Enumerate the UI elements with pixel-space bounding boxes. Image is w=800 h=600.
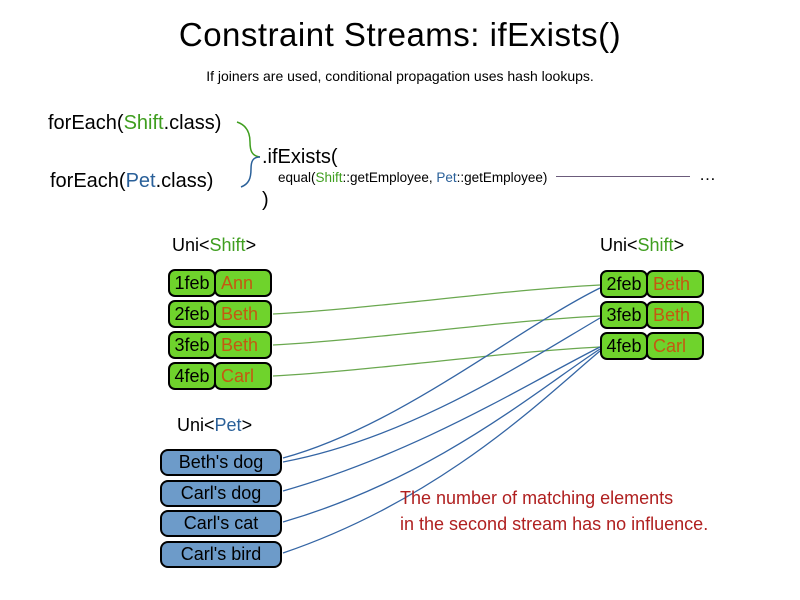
code-text: .class) (163, 112, 222, 134)
employee-cell: Ann (214, 269, 272, 297)
uni-shift-right-label: Uni<Shift> (600, 235, 684, 256)
employee-cell: Beth (646, 301, 704, 329)
code-text: ::getEmployee, (342, 170, 437, 185)
wire-shift-2feb (272, 284, 601, 315)
date-cell: 4feb (168, 362, 216, 390)
code-text: .class) (155, 170, 214, 192)
code-text: ::getEmployee) (456, 170, 548, 185)
code-text: forEach( (48, 112, 124, 134)
uni-pet-label: Uni<Pet> (177, 415, 252, 436)
date-cell: 1feb (168, 269, 216, 297)
wire-shift-4feb (272, 346, 601, 377)
uni-shift-left-label: Uni<Shift> (172, 235, 256, 256)
ellipsis-more: … (699, 165, 717, 184)
note-text: The number of matching elements in the s… (400, 485, 708, 537)
pet-type-token: Pet (436, 170, 457, 185)
date-cell: 2feb (168, 300, 216, 328)
label-text: Uni< (600, 235, 638, 255)
slide-title: Constraint Streams: ifExists() (178, 16, 622, 53)
shift-type-token: Shift (123, 112, 164, 134)
label-text: > (673, 235, 685, 255)
pet-row: Carl's bird (160, 540, 282, 568)
employee-cell: Carl (646, 332, 704, 360)
label-text: > (241, 415, 253, 435)
employee-cell: Carl (214, 362, 272, 390)
code-close-paren: ) (262, 189, 269, 211)
wire-bethsdog-2feb (282, 287, 601, 459)
wire-carlsdog-4feb (282, 346, 601, 492)
pet-row: Carl's cat (160, 510, 282, 537)
pet-type-token: Pet (125, 170, 156, 192)
brace-pet-curve (240, 156, 261, 188)
label-text: > (245, 235, 257, 255)
note-line-2: in the second stream has no influence. (400, 514, 709, 534)
code-text: forEach( (50, 170, 126, 192)
wire-shift-3feb (272, 315, 601, 346)
wire-bethsdog-3feb (282, 317, 601, 463)
shift-type-token: Shift (315, 170, 343, 185)
date-cell: 2feb (600, 270, 648, 298)
shift-type-token: Shift (637, 235, 674, 255)
employee-cell: Beth (214, 331, 272, 359)
code-foreach-shift: forEach(Shift.class) (48, 112, 221, 135)
employee-cell: Beth (214, 300, 272, 328)
label-text: Uni< (172, 235, 210, 255)
code-ifexists: .ifExists( (262, 146, 338, 168)
date-cell: 4feb (600, 332, 648, 360)
pet-type-token: Pet (214, 415, 242, 435)
pet-row: Carl's dog (160, 479, 282, 507)
shift-type-token: Shift (209, 235, 246, 255)
employee-cell: Beth (646, 270, 704, 298)
note-line-1: The number of matching elements (400, 488, 674, 508)
code-text: equal( (278, 170, 316, 185)
label-text: Uni< (177, 415, 215, 435)
slide-subtitle: If joiners are used, conditional propaga… (206, 68, 594, 84)
code-equal-joiner: equal(Shift::getEmployee, Pet::getEmploy… (278, 170, 547, 185)
date-cell: 3feb (600, 301, 648, 329)
date-cell: 3feb (168, 331, 216, 359)
code-foreach-pet: forEach(Pet.class) (50, 170, 213, 193)
brace-shift-curve (236, 121, 261, 158)
joiner-reference-line (556, 176, 690, 177)
pet-row: Beth's dog (160, 449, 282, 476)
